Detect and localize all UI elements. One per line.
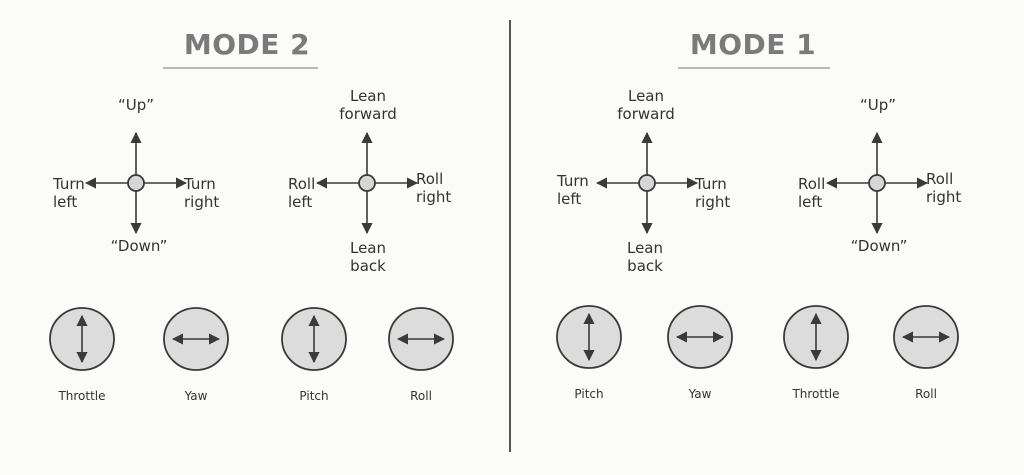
mode2-cross-b-down-label: Lean back (349, 239, 387, 275)
mode2-stick-4-label: Roll (410, 389, 432, 403)
mode2-cross-a-right-label: Turn right (184, 175, 220, 211)
mode2-cross-a-down-label: “Down” (110, 237, 168, 255)
mode2-title-underline (163, 67, 318, 69)
mode1-cross-b-left-label: Roll left (798, 175, 826, 211)
mode2-title: MODE 2 (183, 28, 311, 61)
mode2-cross-a-left-label: Turn left (53, 175, 85, 211)
mode2-cross-b-center-knob-icon (358, 174, 376, 192)
mode1-cross-b-down-label: “Down” (850, 237, 908, 255)
mode1-cross-a-up-label: Lean forward (617, 87, 675, 123)
mode2-cross-a-center-knob-icon (127, 174, 145, 192)
mode1-cross-a-right-label: Turn right (695, 175, 731, 211)
mode1-title-underline (678, 67, 830, 69)
mode2-cross-b-left-label: Roll left (288, 175, 316, 211)
mode1-cross-a-center-knob-icon (638, 174, 656, 192)
panel-divider (509, 20, 511, 452)
mode2-cross-a-up-label: “Up” (117, 96, 155, 114)
mode1-cross-a-left-label: Turn left (557, 172, 589, 208)
mode2-stick-1-label: Throttle (58, 389, 106, 403)
mode1-cross-b-up-label: “Up” (859, 96, 897, 114)
mode1-stick-2-label: Yaw (688, 387, 712, 401)
mode1-stick-3-label: Throttle (792, 387, 840, 401)
mode2-stick-2-label: Yaw (184, 389, 208, 403)
mode2-cross-b-right-label: Roll right (416, 170, 452, 206)
mode1-stick-1-label: Pitch (574, 387, 604, 401)
mode2-cross-b-up-label: Lean forward (339, 87, 397, 123)
mode1-cross-b-center-knob-icon (868, 174, 886, 192)
mode1-cross-b-right-label: Roll right (926, 170, 962, 206)
mode2-stick-3-label: Pitch (299, 389, 329, 403)
mode1-stick-4-label: Roll (915, 387, 937, 401)
mode1-cross-a-down-label: Lean back (626, 239, 664, 275)
mode1-title: MODE 1 (689, 28, 817, 61)
